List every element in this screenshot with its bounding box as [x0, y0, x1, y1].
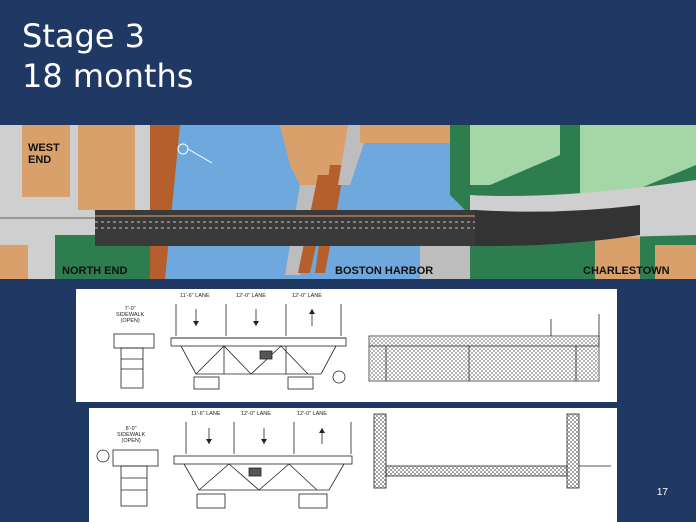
sidewalk-truss-top — [113, 333, 155, 349]
lane-label-3-top: 12'-0" LANE — [292, 293, 322, 299]
bridge-approach — [475, 205, 640, 247]
elevation-pier-left — [374, 414, 386, 488]
lane-label-1-top: 11'-6" LANE — [180, 293, 210, 299]
map-label-west-end: WEST END — [28, 142, 60, 166]
title-line-stage: Stage 3 — [22, 17, 145, 55]
lane-label-1-bottom: 11'-6" LANE — [191, 411, 221, 417]
west-end-block — [22, 125, 70, 197]
aerial-map-graphic — [0, 125, 696, 279]
sidewalk-pier-top — [120, 347, 144, 389]
pier-block — [360, 125, 470, 143]
section-drawing-top: 7'-0" SIDEWALK (OPEN) 11'-6" LANE 12'-0"… — [76, 289, 617, 402]
title-line-duration: 18 months — [22, 57, 194, 95]
aerial-map: WEST END NORTH END BOSTON HARBOR CHARLES… — [0, 125, 696, 279]
map-label-charlestown: CHARLESTOWN — [583, 265, 670, 277]
north-end-block — [0, 245, 28, 279]
map-label-north-end: NORTH END — [62, 265, 128, 277]
west-end-block-2 — [78, 125, 135, 210]
charlestown-lawn — [470, 125, 560, 185]
section-bottom-graphic — [96, 413, 611, 509]
deck-bottom — [173, 455, 353, 465]
pedestal-right-top — [287, 376, 314, 390]
lane-label-3-bottom: 12'-0" LANE — [297, 411, 327, 417]
lane-label-2-bottom: 12'-0" LANE — [241, 411, 271, 417]
slide-title: Stage 3 18 months — [22, 16, 193, 96]
sidewalk-dim-bottom: 8'-0" SIDEWALK (OPEN) — [117, 426, 146, 444]
elevation-deck-bottom — [386, 466, 567, 476]
pedestal-left-bottom — [196, 493, 226, 509]
elevation-pier-right — [567, 414, 579, 488]
elevation-hatch-top — [370, 337, 598, 380]
lane-label-2-top: 12'-0" LANE — [236, 293, 266, 299]
charlestown-lawn-2 — [580, 125, 696, 205]
section-drawing-bottom: 8'-0" SIDEWALK (OPEN) 11'-6" LANE 12'-0"… — [89, 408, 617, 522]
map-label-boston-harbor: BOSTON HARBOR — [335, 265, 434, 277]
sidewalk-dim-top: 7'-0" SIDEWALK (OPEN) — [116, 306, 145, 324]
charlestown-block — [595, 230, 640, 279]
sidewalk-truss-bottom — [112, 449, 159, 467]
sidewalk-pier-bottom — [120, 465, 148, 507]
pedestal-right-bottom — [298, 493, 328, 509]
charlestown-block-2 — [655, 245, 696, 279]
pedestal-left-top — [193, 376, 220, 390]
section-top-graphic — [113, 304, 600, 390]
page-number: 17 — [656, 487, 668, 498]
compass-needle — [187, 148, 213, 164]
